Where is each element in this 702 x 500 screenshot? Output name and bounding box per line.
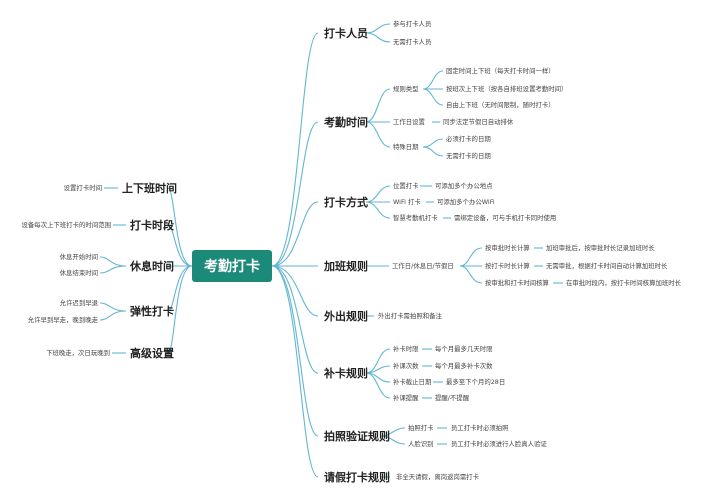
node[interactable]: 设备每次上下班打卡的时间范围 <box>21 221 111 229</box>
node[interactable]: 工作日/休息日/节假日 <box>392 262 454 270</box>
branch-overtime-rules[interactable]: 加班规则 <box>324 260 368 273</box>
branch-leave-clock-rules[interactable]: 请假打卡规则 <box>324 471 390 484</box>
node[interactable]: 需绑定设备，可与手机打卡同时使用 <box>454 214 557 222</box>
node[interactable]: 自由上下班（无时间限制，随时打卡） <box>446 101 555 109</box>
branch-break-time[interactable]: 休息时间 <box>130 260 174 273</box>
node[interactable]: 按审批和打卡时间核算 <box>485 279 549 287</box>
node[interactable]: 加班审批后，按审批时长记录加班时长 <box>546 244 655 252</box>
branch-attendees[interactable]: 打卡人员 <box>324 27 368 40</box>
branch-clock-period[interactable]: 打卡时段 <box>130 219 174 232</box>
node[interactable]: 按打卡时长计算 <box>485 262 530 270</box>
node[interactable]: 无需审批，根据打卡时间自动计算加班时长 <box>546 262 668 270</box>
branch-work-hours[interactable]: 上下班时间 <box>122 182 177 195</box>
branch-flexible-clock[interactable]: 弹性打卡 <box>130 305 174 318</box>
branch-outing-rules[interactable]: 外出规则 <box>324 310 368 323</box>
node[interactable]: 特殊日期 <box>393 143 419 151</box>
node[interactable]: 休息开始时间 <box>59 253 98 261</box>
node[interactable]: 规则类型 <box>393 85 419 93</box>
node[interactable]: 最多至下个月的28日 <box>446 378 506 386</box>
node[interactable]: WiFi 打卡 <box>393 198 421 206</box>
node[interactable]: 拍照打卡 <box>408 424 434 432</box>
node[interactable]: 补课提醒 <box>393 394 419 402</box>
node[interactable]: 允许早到早走，晚到晚走 <box>27 316 98 324</box>
node[interactable]: 可添加多个办公WiFi <box>437 198 495 206</box>
node[interactable]: 提醒/不提醒 <box>435 394 470 402</box>
node[interactable]: 按班次上下班（按各自排班设置考勤时间） <box>446 85 568 93</box>
node[interactable]: 补卡时限 <box>393 345 419 353</box>
root-node[interactable]: 考勤打卡 <box>192 250 272 282</box>
node[interactable]: 智慧考勤机打卡 <box>393 214 438 222</box>
node[interactable]: 允许迟到早退 <box>59 299 98 307</box>
node[interactable]: 每个月最多几天时限 <box>435 345 493 353</box>
node[interactable]: 设置打卡时间 <box>63 184 102 192</box>
node[interactable]: 无需打卡的日期 <box>446 152 491 160</box>
node[interactable]: 按审批时长计算 <box>485 244 530 252</box>
branch-attendance-time[interactable]: 考勤时间 <box>324 116 368 129</box>
node[interactable]: 补课次数 <box>393 362 419 370</box>
branch-makeup-rules[interactable]: 补卡规则 <box>324 367 368 380</box>
branch-advanced-settings[interactable]: 高级设置 <box>130 347 174 360</box>
node[interactable]: 同步法定节假日自动排休 <box>443 118 514 126</box>
node[interactable]: 员工打卡时必须拍照 <box>451 424 509 432</box>
node[interactable]: 休息结束时间 <box>59 269 98 277</box>
node[interactable]: 在审批时段内，按打卡时间核算加班时长 <box>566 279 682 287</box>
node[interactable]: 工作日设置 <box>393 118 425 126</box>
node[interactable]: 固定时间上下班（每天打卡时间一样） <box>446 67 555 75</box>
node[interactable]: 每个月最多补卡次数 <box>435 362 493 370</box>
node[interactable]: 员工打卡时必须进行人脸真人验证 <box>451 440 547 448</box>
node[interactable]: 非全天请假，离岗返岗需打卡 <box>396 473 480 481</box>
branch-photo-verify-rules[interactable]: 拍照验证规则 <box>324 430 390 443</box>
branch-clock-method[interactable]: 打卡方式 <box>324 196 368 209</box>
node[interactable]: 下班晚走，次日玩晚到 <box>46 349 110 357</box>
node[interactable]: 补卡截止日期 <box>393 378 432 386</box>
node[interactable]: 位置打卡 <box>393 182 419 190</box>
node[interactable]: 参与打卡人员 <box>393 20 432 28</box>
node[interactable]: 可添加多个办公地点 <box>435 182 493 190</box>
node[interactable]: 无需打卡人员 <box>393 38 432 46</box>
node[interactable]: 人脸识别 <box>408 440 434 448</box>
node[interactable]: 外出打卡需拍照和备注 <box>378 312 442 320</box>
node[interactable]: 必须打卡的日期 <box>446 135 491 143</box>
